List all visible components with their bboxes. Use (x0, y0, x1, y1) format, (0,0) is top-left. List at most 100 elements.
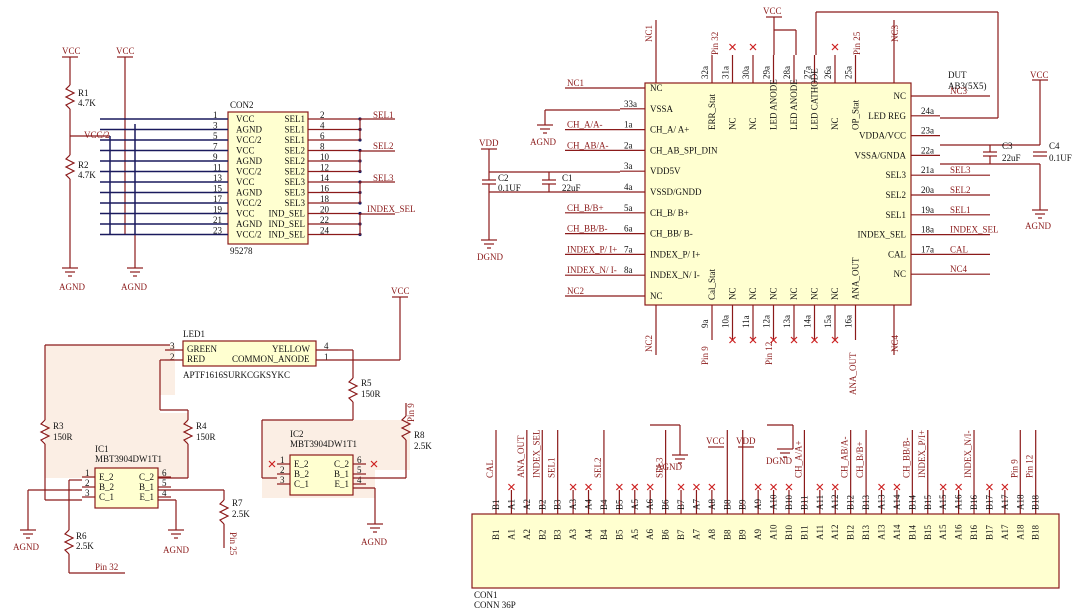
con2-pin-number: 2 (320, 110, 325, 120)
dut-body (644, 82, 912, 306)
con1-pin-label: B13 (861, 494, 871, 510)
dut-left-net: INDEX_N/ I- (567, 265, 617, 275)
con1-pin-label: B4 (599, 529, 609, 540)
dut-pin-name: NC (893, 91, 906, 101)
dut-pin-name: SEL3 (885, 170, 906, 180)
c2-value: 0.1UF (498, 183, 521, 193)
con1-pin-label: A7 (691, 529, 701, 540)
con1-pin-label: B3 (553, 529, 563, 540)
r7-resistor (218, 499, 230, 525)
dut-pin-number: 16a (844, 315, 854, 328)
dut-pin-name: CH_A/ A+ (650, 125, 689, 135)
ic-pin-number: 6 (162, 468, 167, 478)
dut-pin-name: OP_Stat (851, 99, 861, 130)
no-connect-mark (729, 43, 736, 51)
led-pin: 1 (324, 352, 329, 362)
con1-pin-label: B7 (676, 529, 686, 540)
dut-pin-number: 1a (624, 120, 633, 130)
dut-pin-name: ANA_OUT (851, 257, 861, 300)
region-shading (45, 345, 188, 478)
dut-pin-number: 5a (624, 203, 633, 213)
dut-pin-name: NC (830, 287, 840, 300)
dut-right-net: CAL (950, 244, 968, 254)
no-connect-mark (816, 483, 824, 491)
r5-value: 150R (361, 389, 381, 399)
con2-pin-number: 1 (213, 110, 218, 120)
ic-pin-number: 6 (357, 455, 362, 465)
con1-pin-label: B12 (846, 495, 856, 510)
dgnd-label: DGND (477, 252, 503, 262)
led-red-label: RED (187, 354, 206, 364)
con1-pin-label: A8 (707, 529, 717, 540)
dut-pin-name: LED ANODE (769, 79, 779, 130)
con2-pin-number: 7 (213, 142, 218, 152)
con2-body (227, 111, 309, 245)
led-pin: 4 (324, 341, 329, 351)
dut-pin-name: NC (810, 287, 820, 300)
dut-left-net: NC2 (567, 286, 584, 296)
led1-ref: LED1 (183, 329, 205, 339)
con2-pin-name: VCC (236, 209, 255, 219)
con2-pin-number: 17 (213, 194, 223, 204)
con1-pin-label: A6 (645, 499, 655, 510)
r4-ref: R4 (196, 421, 207, 431)
con1-pin-label: A15 (938, 494, 948, 510)
con1-net-label: Pin 9 (1009, 459, 1019, 478)
no-connect-mark (615, 483, 623, 491)
dut-left-net: NC1 (567, 78, 584, 88)
nc3-top-net: NC3 (890, 24, 900, 42)
no-connect-mark (1001, 483, 1009, 491)
dut-pin-name: INDEX_SEL (858, 230, 907, 240)
con2-pin-name: SEL2 (284, 146, 305, 156)
r1-value: 4.7K (78, 98, 96, 108)
no-connect-mark (770, 336, 777, 344)
ic-pin-name: C_2 (334, 459, 349, 469)
ic-pin-number: 1 (280, 455, 285, 465)
dut-pin-number: 24a (921, 106, 934, 116)
r6-value: 2.5K (76, 541, 94, 551)
dut-pin-name: SEL1 (885, 210, 906, 220)
dut-pin-name: NC (650, 83, 663, 93)
con2-pin-name: SEL3 (284, 177, 305, 187)
con1-pin-label: A7 (691, 499, 701, 510)
led-section: VCC LED1 GREEN RED YELLOW COMMON_ANODE A… (13, 286, 432, 574)
con1-pin-label: A8 (707, 499, 717, 510)
ic-pin-number: 5 (162, 478, 167, 488)
con2-pin-name: SEL1 (284, 114, 305, 124)
con2-pin-name: SEL1 (284, 125, 305, 135)
con1-pin-label: B8 (722, 499, 732, 510)
con1-body (471, 513, 1060, 589)
con1-pin-label: A14 (892, 494, 902, 510)
no-connect-mark (893, 483, 901, 491)
r6-resistor (63, 529, 75, 555)
con2-pin-number: 14 (320, 173, 330, 183)
con1-pin-label: A15 (938, 524, 948, 540)
dut-pin-name: NC (769, 287, 779, 300)
r4-resistor (182, 419, 194, 445)
vcc-label: VCC (116, 46, 135, 56)
con1-pin-label: B1 (491, 499, 501, 510)
con1-pin-label: B14 (907, 524, 917, 540)
dut-pin-name: VDDA/VCC (859, 131, 906, 141)
con1-net-label: CH_BB/B- (901, 437, 911, 478)
con1-pin-label: A12 (830, 525, 840, 541)
no-connect-mark (631, 483, 639, 491)
con1-pin-label: B13 (861, 524, 871, 540)
no-connect-mark (268, 460, 276, 468)
con1-pin-label: B5 (614, 499, 624, 510)
dut-pin-number: 30a (741, 66, 751, 79)
pin25-net: Pin 25 (852, 31, 862, 55)
con1-pin-label: B7 (676, 499, 686, 510)
con2-pin-number: 22 (320, 215, 329, 225)
r4-value: 150R (196, 432, 216, 442)
ic-pin-number: 2 (85, 478, 90, 488)
r8-ref: R8 (414, 430, 425, 440)
ic1-ref: IC1 (95, 444, 109, 454)
dut-pin-name: VDD5V (650, 166, 681, 176)
con1-pin-label: A9 (753, 499, 763, 510)
con1-pin-label: A1 (506, 529, 516, 540)
con2-pin-name: AGND (236, 219, 262, 229)
con1-pin-label: A5 (630, 499, 640, 510)
